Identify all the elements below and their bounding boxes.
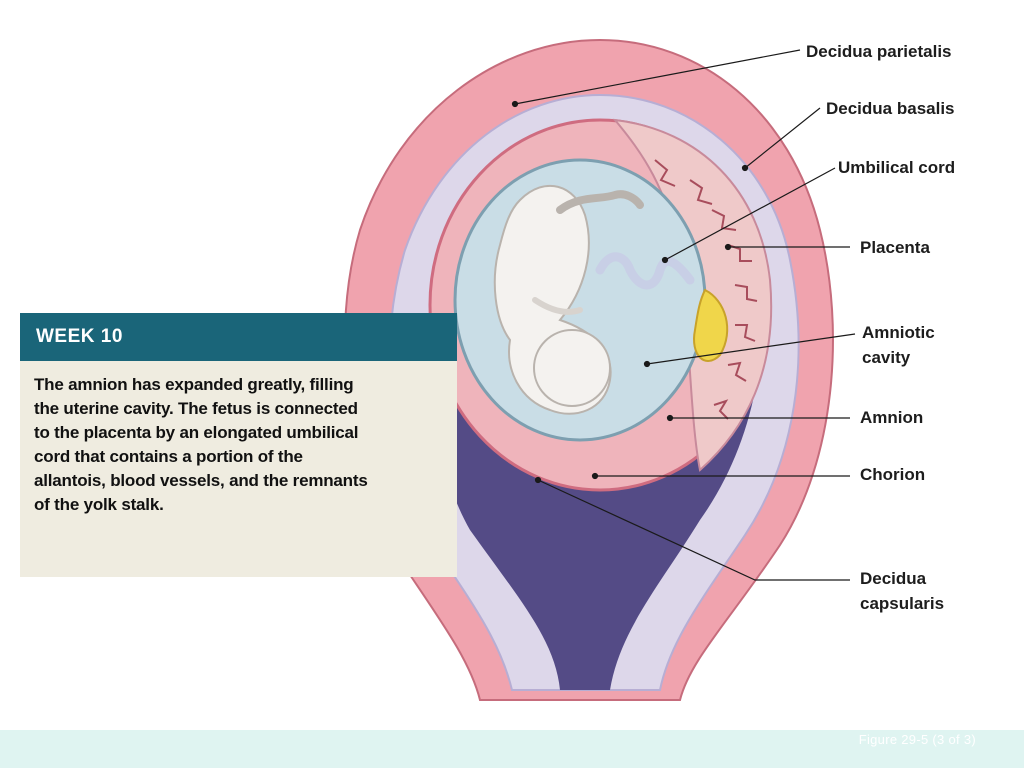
label-placenta: Placenta — [860, 238, 930, 257]
fetus — [493, 184, 644, 415]
label-amniotic-cavity-line2: cavity — [862, 348, 911, 367]
yolk-sac — [693, 288, 729, 362]
slide: Decidua parietalis Decidua basalis Umbil… — [0, 0, 1024, 730]
label-decidua-parietalis: Decidua parietalis — [806, 42, 952, 61]
label-umbilical-cord: Umbilical cord — [838, 158, 956, 177]
figure-caption: Figure 29-5 (3 of 3) — [858, 732, 976, 747]
label-decidua-capsularis-line1: Decidua — [860, 569, 927, 588]
week-title: WEEK 10 — [20, 313, 457, 361]
footer-band — [0, 730, 1024, 768]
chorionic-villi — [654, 159, 758, 420]
week-panel: WEEK 10 The amnion has expanded greatly,… — [20, 313, 457, 577]
label-decidua-capsularis-line2: capsularis — [860, 594, 945, 613]
label-amniotic-cavity-line1: Amniotic — [862, 323, 935, 342]
label-chorion: Chorion — [860, 465, 926, 484]
label-amnion: Amnion — [860, 408, 924, 427]
week-description: The amnion has expanded greatly, filling… — [34, 375, 368, 514]
label-decidua-basalis: Decidua basalis — [826, 99, 955, 118]
umbilical-cord — [595, 252, 695, 290]
uterus-diagram — [343, 38, 856, 701]
leader-lines — [511, 49, 856, 581]
